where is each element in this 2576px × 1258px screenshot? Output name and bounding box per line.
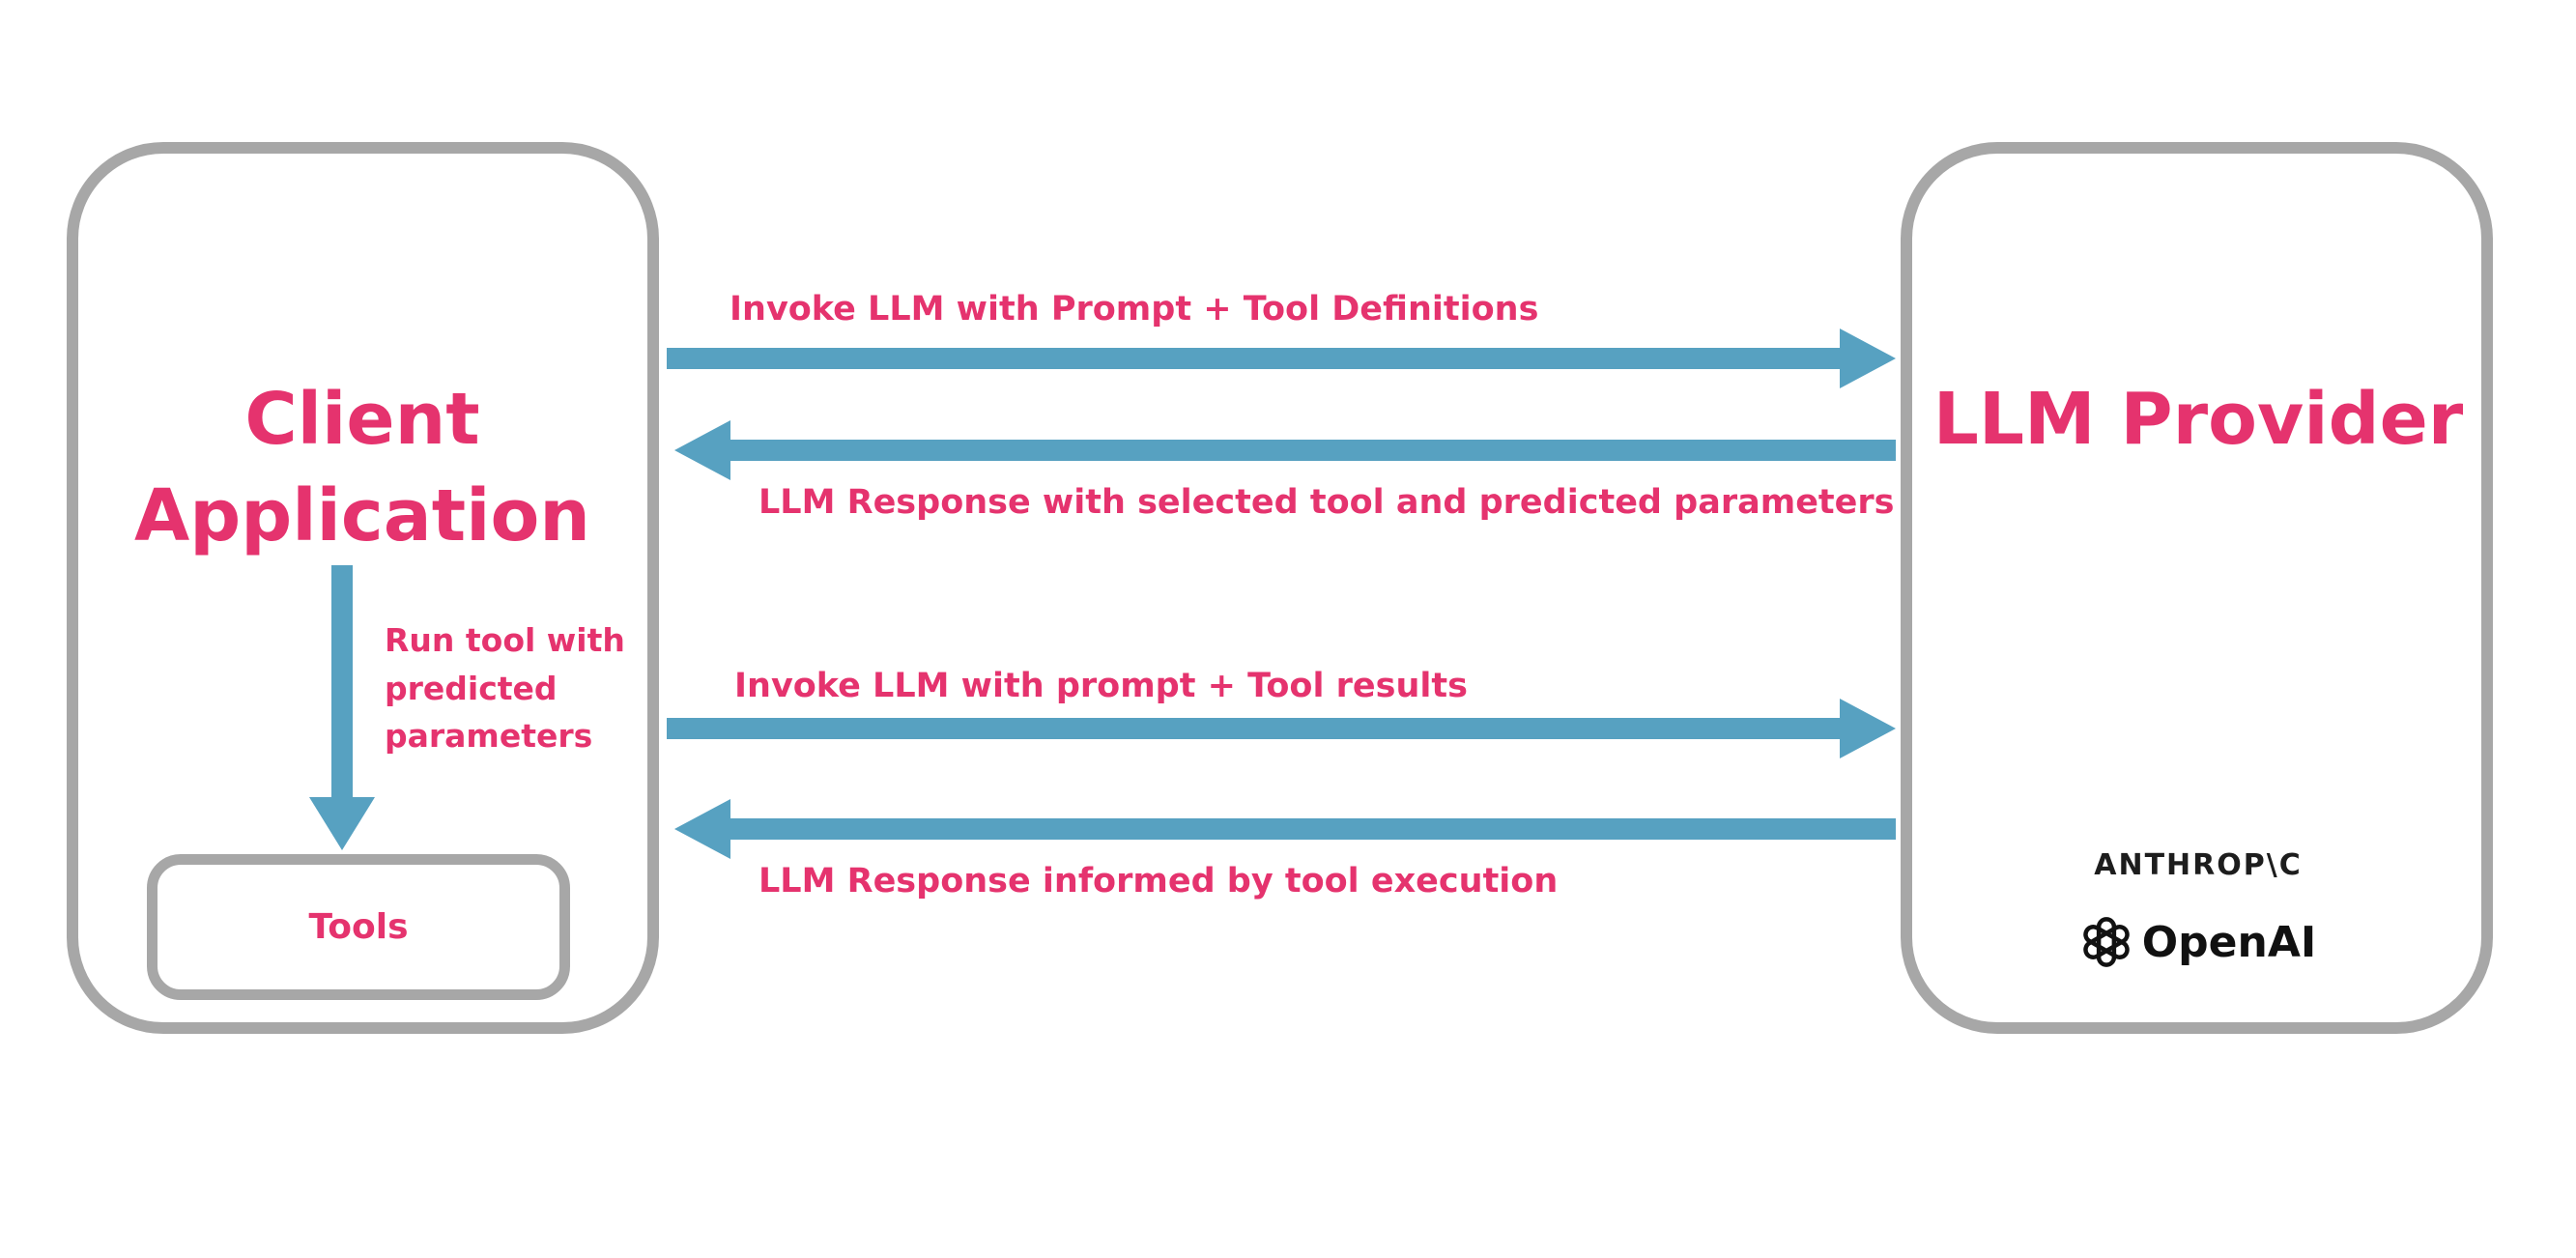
arrow-invoke-tool-results: [667, 699, 1896, 758]
openai-logo: OpenAI: [1971, 916, 2425, 968]
arrow-head: [1840, 329, 1896, 388]
openai-logo-icon: [2080, 916, 2132, 968]
arrow-label-response-tool-execution: LLM Response informed by tool execution: [758, 862, 1559, 901]
arrow-head: [1840, 699, 1896, 758]
arrow-shaft: [667, 718, 1844, 739]
run-tool-arrow: [309, 565, 375, 850]
arrow-head: [674, 799, 730, 859]
arrow-label-invoke-tool-definitions: Invoke LLM with Prompt + Tool Definition…: [730, 290, 1539, 329]
arrow-shaft: [727, 818, 1896, 840]
arrow-response-tool-execution: [674, 799, 1896, 859]
client-application-title: Client Application: [133, 378, 590, 558]
arrow-shaft: [667, 348, 1844, 369]
arrow-shaft: [727, 440, 1896, 461]
arrow-response-selected-tool: [674, 420, 1896, 480]
llm-provider-box: [1901, 142, 2493, 1034]
arrow-label-response-selected-tool: LLM Response with selected tool and pred…: [758, 483, 1895, 522]
tools-label: Tools: [308, 907, 409, 947]
llm-provider-title: LLM Provider: [1932, 378, 2464, 461]
arrow-invoke-tool-definitions: [667, 329, 1896, 388]
run-tool-arrow-shaft: [331, 565, 353, 797]
arrow-label-invoke-tool-results: Invoke LLM with prompt + Tool results: [734, 667, 1468, 705]
anthropic-logo: ANTHROP\C: [2094, 848, 2303, 882]
tools-box: Tools: [147, 854, 570, 1000]
run-tool-arrow-head: [309, 797, 375, 850]
openai-logo-text: OpenAI: [2141, 917, 2317, 967]
arrow-head: [674, 420, 730, 480]
run-tool-note: Run tool with predicted parameters: [385, 621, 625, 755]
